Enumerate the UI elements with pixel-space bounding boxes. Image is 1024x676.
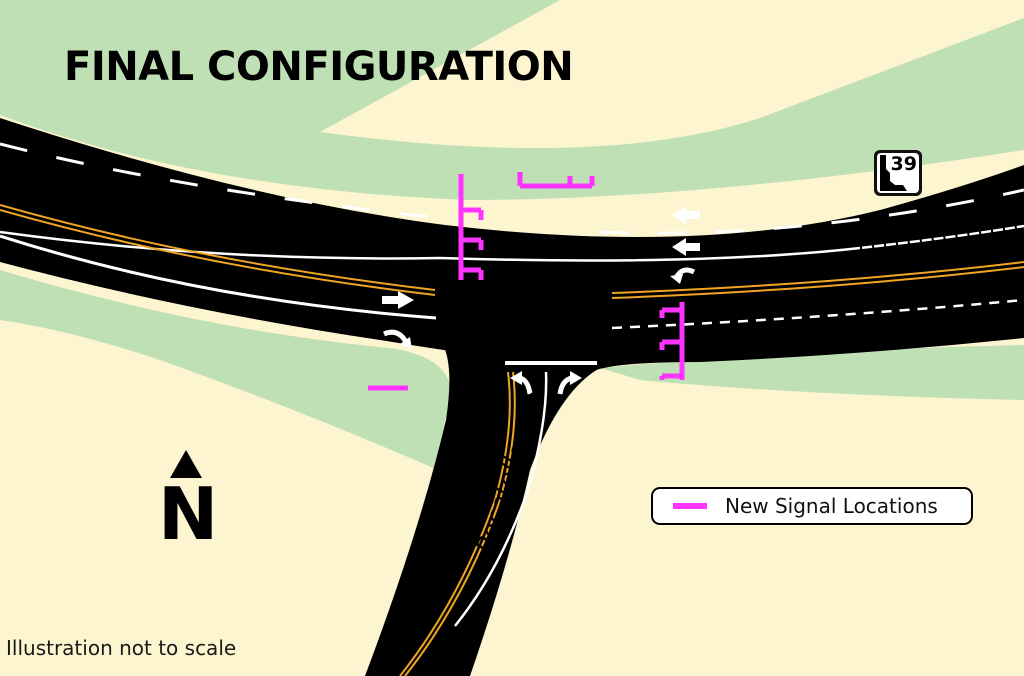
eb-right-turn-arrowhead [400,337,412,350]
state-highway-shield: 39 [874,150,922,196]
route-number: 39 [890,153,917,175]
eb-edge-line [0,234,437,320]
side-lane-line [454,371,548,627]
north-arrow-icon [170,450,202,478]
wb-through-arrow-1 [672,206,700,224]
lane-arrows [382,206,700,395]
eb-right-turn-arrow [383,329,409,344]
north-letter: N [158,472,219,556]
center-double-yellow-west-2 [0,209,436,296]
wb-left-turn-arrowhead [670,274,683,284]
center-double-yellow-east [611,261,1024,294]
highway-surface [0,118,1024,370]
signal-north-mast [517,172,595,189]
signal-east-mast [659,302,685,380]
idaho-state-highway-shield-icon [880,155,907,191]
eb-through-arrow [382,291,414,309]
highway-lane-markings [0,142,1024,330]
center-double-yellow-west [0,204,436,291]
wb-through-arrow-2 [672,238,700,256]
nb-left-turn-arrowhead [510,371,522,385]
north-arrow: N [158,448,219,558]
grass-southwest [0,270,451,470]
scale-note: Illustration not to scale [6,636,237,660]
side-double-yellow [399,371,511,676]
page-title: FINAL CONFIGURATION [64,44,574,90]
nb-right-turn-arrowhead [570,371,582,385]
map-legend: New Signal Locations [651,487,973,525]
eb-right-dashed [611,298,1024,330]
side-street-markings [399,361,597,676]
grass-southeast [600,345,1024,400]
legend-label: New Signal Locations [725,494,938,518]
side-street-surface [365,340,600,676]
center-double-yellow-east-2 [611,266,1024,299]
signal-west-mast [458,174,484,280]
wb-lane-line [599,188,1024,235]
grass-north [0,0,1024,200]
magenta-line-icon [673,503,707,509]
new-signal-locations [368,172,685,391]
side-double-yellow-2 [404,371,516,676]
